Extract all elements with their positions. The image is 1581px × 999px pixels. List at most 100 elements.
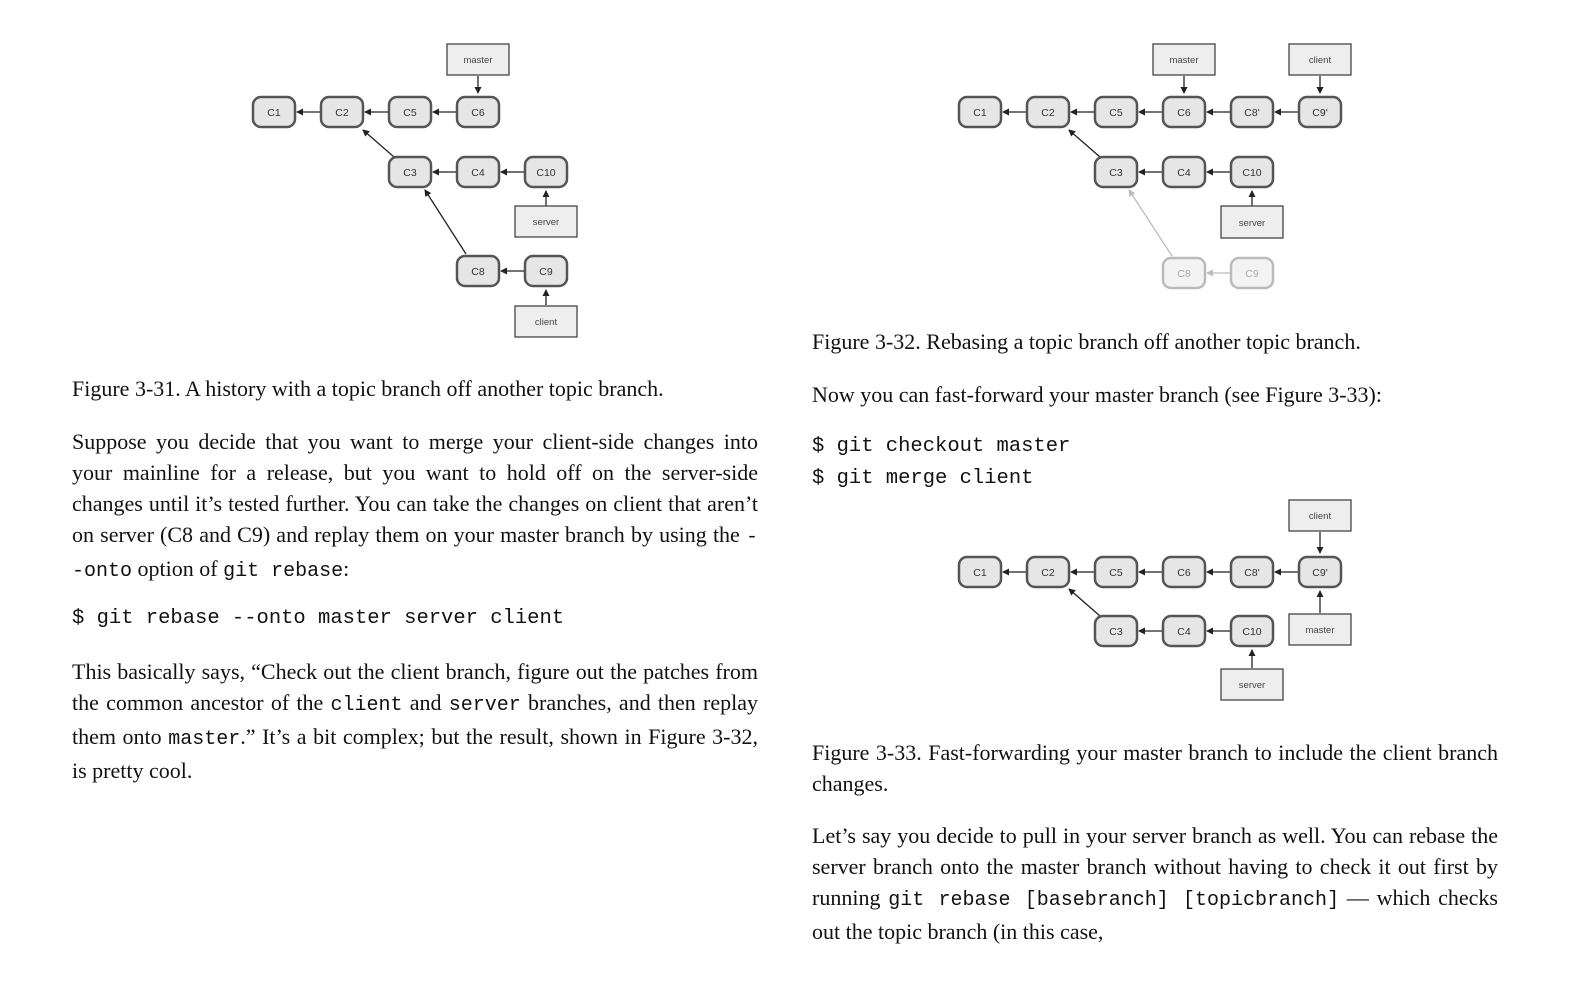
commit-graph-3-32: master client server C1 C2 C5 <box>957 43 1352 290</box>
figure-3-33: client master server C1 C2 C5 <box>956 496 1352 706</box>
svg-text:server: server <box>1239 218 1265 229</box>
svg-text:C8: C8 <box>471 266 485 278</box>
figure-3-32: master client server C1 C2 C5 <box>956 40 1352 295</box>
code-onto: --onto <box>72 526 758 583</box>
para2-text-c: branches, and then replay them onto <box>72 690 758 749</box>
code-git-rebase-basebranch: git rebase [basebranch] [topicbranch] <box>888 889 1340 912</box>
para-last-text-a: Let’s say you decide to pull in your ser… <box>812 823 1498 910</box>
code-checkout-merge: $ git checkout master $ git merge client <box>812 431 1070 495</box>
svg-text:client: client <box>1309 511 1332 522</box>
svg-text:C9': C9' <box>1312 567 1327 579</box>
code-git-rebase: git rebase <box>223 560 344 583</box>
branch-server: server <box>1220 205 1284 239</box>
svg-text:C1: C1 <box>973 107 987 119</box>
code-line: $ git merge client <box>812 467 1034 490</box>
commit-c8: C8 <box>455 254 501 288</box>
commit-c9: C9 <box>523 254 569 288</box>
commit-c1: C1 <box>957 95 1003 129</box>
commit-c4: C4 <box>1161 155 1207 189</box>
para1-text-a: Suppose you decide that you want to merg… <box>72 429 758 547</box>
svg-text:server: server <box>1239 680 1265 691</box>
code-rebase-onto: $ git rebase --onto master server client <box>72 607 565 630</box>
figure-3-31: master server client C1 C2 C5 <box>250 40 582 342</box>
svg-text:C2: C2 <box>335 107 349 119</box>
commit-c3: C3 <box>387 155 433 189</box>
commit-c6: C6 <box>1161 95 1207 129</box>
svg-text:C2: C2 <box>1041 567 1055 579</box>
svg-text:master: master <box>1305 625 1334 636</box>
svg-text:C3: C3 <box>1109 167 1123 179</box>
commit-c4: C4 <box>455 155 501 189</box>
svg-text:client: client <box>1309 55 1332 66</box>
commit-c10: C10 <box>1229 155 1275 189</box>
svg-text:C6: C6 <box>471 107 485 119</box>
svg-text:master: master <box>1169 55 1198 66</box>
commit-c1: C1 <box>957 555 1003 589</box>
commit-c10: C10 <box>523 155 569 189</box>
para2-text-d: .” It’s a bit complex; but the result, s… <box>72 724 758 783</box>
svg-text:C6: C6 <box>1177 567 1191 579</box>
paragraph-basically-says: This basically says, “Check out the clie… <box>72 656 758 786</box>
svg-text:C4: C4 <box>471 167 485 179</box>
code-line: $ git checkout master <box>812 435 1071 458</box>
branch-client: client <box>514 305 578 338</box>
figure-3-32-caption: Figure 3-32. Rebasing a topic branch off… <box>812 329 1361 354</box>
svg-text:C10: C10 <box>536 167 555 179</box>
svg-text:C4: C4 <box>1177 167 1191 179</box>
commit-c5: C5 <box>387 95 433 129</box>
svg-text:C9: C9 <box>1245 268 1259 280</box>
svg-text:C8': C8' <box>1244 107 1259 119</box>
commit-c1: C1 <box>251 95 297 129</box>
svg-text:C8': C8' <box>1244 567 1259 579</box>
commit-c8-prime: C8' <box>1229 555 1275 589</box>
svg-text:C3: C3 <box>1109 626 1123 638</box>
svg-text:C10: C10 <box>1242 626 1261 638</box>
svg-text:client: client <box>535 317 558 328</box>
svg-text:C6: C6 <box>1177 107 1191 119</box>
branch-client: client <box>1288 499 1352 532</box>
figure-3-31-caption: Figure 3-31. A history with a topic bran… <box>72 376 664 401</box>
svg-text:C2: C2 <box>1041 107 1055 119</box>
commit-c9-faded: C9 <box>1229 256 1275 290</box>
commit-c5: C5 <box>1093 95 1139 129</box>
commit-c8-faded: C8 <box>1161 256 1207 290</box>
code-client: client <box>330 694 403 717</box>
svg-text:C1: C1 <box>267 107 281 119</box>
branch-server: server <box>1220 668 1284 701</box>
branch-master: master <box>1152 43 1216 76</box>
figure-3-33-caption: Figure 3-33. Fast-forwarding your master… <box>812 740 1498 796</box>
branch-master: master <box>446 43 510 76</box>
svg-text:C9: C9 <box>539 266 553 278</box>
svg-text:master: master <box>463 55 492 66</box>
commit-c2: C2 <box>319 95 365 129</box>
commit-c2: C2 <box>1025 555 1071 589</box>
branch-master: master <box>1288 613 1352 646</box>
commit-c6: C6 <box>455 95 501 129</box>
para2-text-b: and <box>402 690 449 715</box>
svg-text:C4: C4 <box>1177 626 1191 638</box>
svg-text:C5: C5 <box>403 107 417 119</box>
commit-c2: C2 <box>1025 95 1071 129</box>
svg-text:C3: C3 <box>403 167 417 179</box>
commit-c4: C4 <box>1161 614 1207 648</box>
para2-text-a: This basically says, “Check out the clie… <box>72 659 758 715</box>
paragraph-rebase-server: Let’s say you decide to pull in your ser… <box>812 820 1498 947</box>
commit-c3: C3 <box>1093 614 1139 648</box>
para1-text-b: option of <box>132 556 224 581</box>
commit-c9-prime: C9' <box>1297 555 1343 589</box>
commit-graph-3-33: client master server C1 C2 C5 <box>957 499 1352 701</box>
svg-text:C1: C1 <box>973 567 987 579</box>
paragraph-onto-explanation: Suppose you decide that you want to merg… <box>72 426 758 587</box>
code-master: master <box>168 728 241 751</box>
commit-c8-prime: C8' <box>1229 95 1275 129</box>
svg-text:C8: C8 <box>1177 268 1191 280</box>
commit-c6: C6 <box>1161 555 1207 589</box>
code-server: server <box>448 694 521 717</box>
commit-c10: C10 <box>1229 614 1275 648</box>
branch-server: server <box>514 205 578 238</box>
svg-text:C5: C5 <box>1109 107 1123 119</box>
para1-text-c: : <box>343 556 350 581</box>
paragraph-fast-forward: Now you can fast-forward your master bra… <box>812 382 1382 407</box>
svg-text:server: server <box>533 217 559 228</box>
commit-c9-prime: C9' <box>1297 95 1343 129</box>
